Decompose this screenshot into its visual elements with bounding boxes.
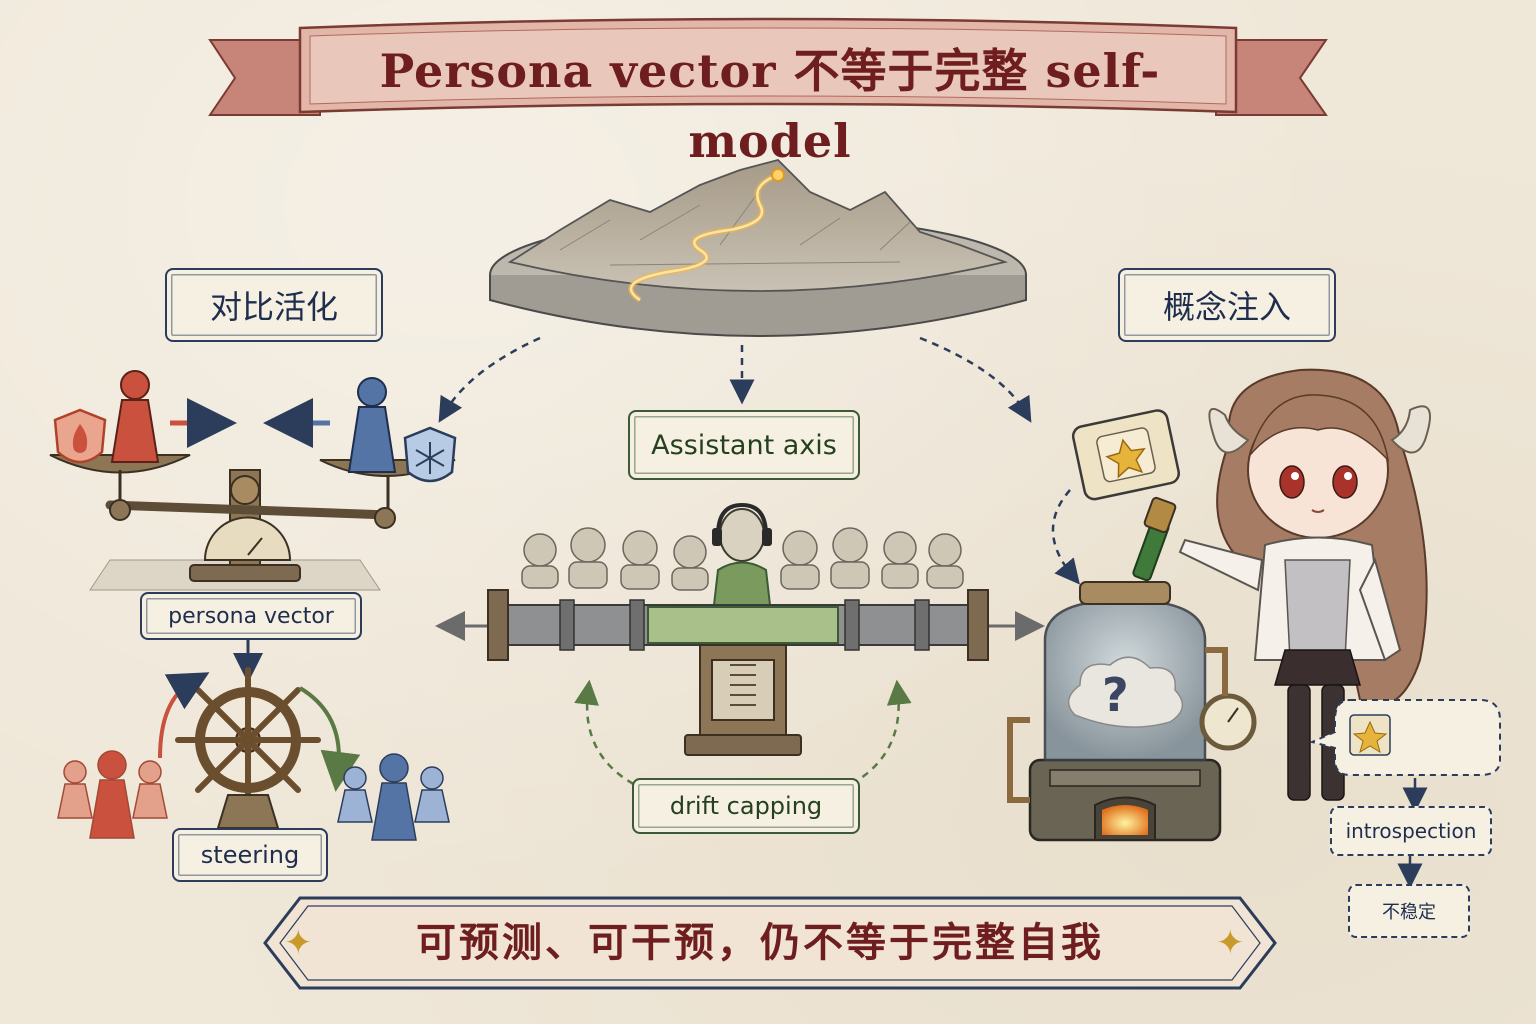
- furnace-fire-icon: [1102, 805, 1148, 835]
- label-drift-capping: drift capping: [632, 778, 860, 834]
- bottom-banner: [263, 896, 1277, 990]
- horn-right-icon: [1390, 405, 1431, 454]
- blue-pawn-icon: [347, 377, 397, 473]
- horn-left-icon: [1208, 408, 1250, 454]
- bottom-banner-text: 可预测、可干预，仍不等于完整自我: [416, 919, 1104, 966]
- green-curve-arrow: [298, 686, 361, 792]
- label-assistant-axis: Assistant axis: [628, 410, 860, 480]
- bubble-star-icon: [1352, 720, 1388, 754]
- label-unstable: 不稳定: [1348, 884, 1470, 938]
- injection-jar: [1007, 496, 1257, 842]
- speech-bubble: [1308, 699, 1501, 776]
- persona-crowd: [521, 527, 964, 591]
- snowflake-shield-icon: [403, 426, 457, 483]
- label-steering: steering: [172, 828, 328, 882]
- drift-arrow-right: [839, 679, 912, 792]
- flame-shield-icon: [53, 408, 107, 464]
- sparkle-icon: ✦: [1216, 923, 1245, 963]
- drift-arrow-left: [574, 679, 646, 792]
- blue-pawn-group-icon: [337, 753, 450, 841]
- red-curve-arrow: [158, 672, 210, 759]
- label-introspection: introspection: [1330, 806, 1492, 856]
- latent-landscape: [489, 158, 1027, 337]
- red-pawn-group-icon: [57, 750, 168, 839]
- assistant-figure-icon: [712, 502, 772, 606]
- label-concept-injection: 概念注入: [1118, 268, 1336, 342]
- sparkle-icon: ✦: [284, 923, 313, 963]
- star-card-icon: [1071, 409, 1181, 501]
- arrow-card-to-jar: [1051, 489, 1080, 585]
- chibi-character: [1178, 368, 1431, 801]
- glow-point-icon: [771, 168, 785, 182]
- question-cloud-icon: [1067, 656, 1184, 728]
- ship-wheel-icon: [175, 667, 321, 829]
- title-ribbon: [208, 17, 1328, 116]
- axis-rail: [435, 589, 1045, 756]
- question-mark-icon: ?: [1102, 668, 1129, 722]
- label-persona-vector: persona vector: [140, 592, 362, 640]
- arrow-to-injection: [919, 336, 1032, 423]
- arrow-to-contrastive: [438, 336, 541, 423]
- balance-scale-icon: [49, 454, 456, 591]
- label-contrastive-activation: 对比活化: [165, 268, 383, 342]
- red-pawn-icon: [110, 370, 160, 463]
- page-title: Persona vector 不等于完整 self-model: [379, 44, 1161, 168]
